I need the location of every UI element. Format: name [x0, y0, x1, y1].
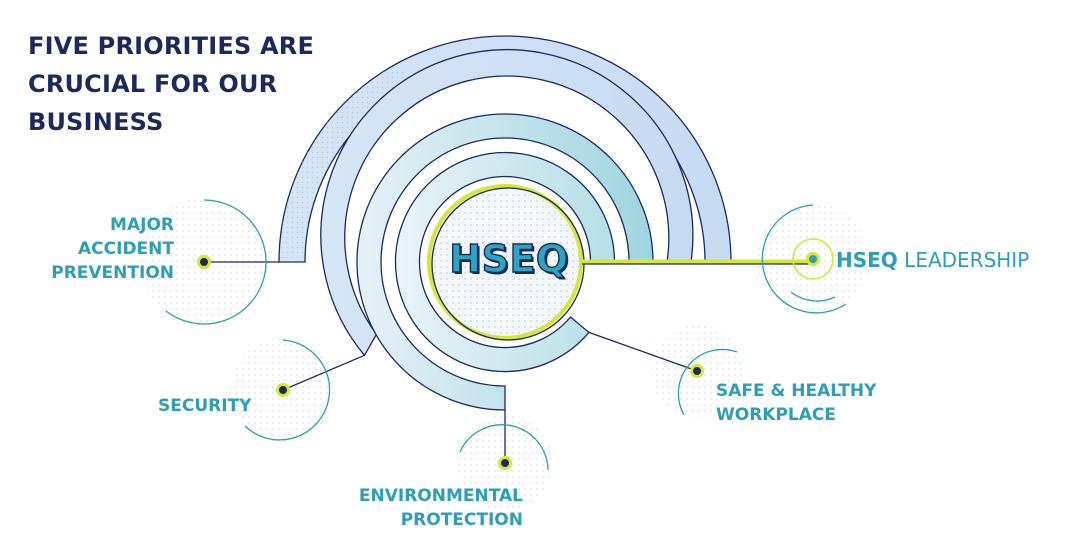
- label-safe-healthy-workplace: SAFE & HEALTHY WORKPLACE: [716, 379, 876, 427]
- arc-band-second: [320, 49, 694, 357]
- title-line: CRUCIAL FOR OUR: [28, 70, 278, 98]
- center-disc: [427, 184, 585, 341]
- label-line: PREVENTION: [51, 263, 174, 283]
- label-line: MAJOR: [110, 215, 174, 235]
- dot-major: [197, 255, 211, 269]
- connector-safe: [588, 331, 698, 372]
- label-hseq-leadership: HSEQ LEADERSHIP: [836, 246, 1029, 274]
- arc-bands: [278, 35, 732, 411]
- ring-major: [165, 199, 267, 325]
- connector-security: [282, 354, 365, 391]
- label-major-accident-prevention: MAJOR ACCIDENT PREVENTION: [51, 213, 174, 285]
- center-ring-lime: [427, 184, 583, 340]
- node-rings: [165, 199, 847, 471]
- dot-safe: [690, 364, 704, 378]
- arc-band-third: [356, 113, 654, 411]
- label-line: SECURITY: [158, 396, 252, 416]
- dot-environmental: [498, 456, 512, 470]
- ring-security: [244, 339, 331, 441]
- ring-safe: [677, 348, 738, 416]
- center-disc-dots: [428, 185, 582, 339]
- label-line: SAFE & HEALTHY: [716, 381, 877, 401]
- label-environmental-protection: ENVIRONMENTAL PROTECTION: [359, 484, 523, 532]
- label-leadership-bold: HSEQ: [836, 248, 898, 272]
- label-line: ENVIRONMENTAL: [358, 486, 523, 506]
- ring-leadership-dash: [790, 291, 836, 302]
- arc-band-outer-texture: [279, 62, 410, 262]
- arc-band-fourth: [394, 151, 616, 373]
- ring-leadership-outer: [761, 204, 847, 314]
- connectors: [204, 259, 813, 463]
- label-security: SECURITY: [158, 394, 251, 418]
- center-hseq-label: HSEQ: [449, 236, 569, 281]
- title-line: FIVE PRIORITIES ARE: [28, 32, 315, 60]
- dot-leadership: [806, 252, 820, 266]
- label-line: WORKPLACE: [716, 405, 837, 425]
- title-line: BUSINESS: [28, 108, 164, 136]
- label-line: PROTECTION: [400, 510, 523, 530]
- label-leadership-light: LEADERSHIP: [897, 248, 1030, 272]
- ring-environmental: [459, 424, 549, 471]
- ring-leadership-lime: [792, 238, 834, 280]
- dot-security: [276, 383, 290, 397]
- label-line: ACCIDENT: [78, 239, 174, 259]
- node-dots: [197, 252, 820, 470]
- page-title: FIVE PRIORITIES ARE CRUCIAL FOR OUR BUSI…: [28, 27, 388, 141]
